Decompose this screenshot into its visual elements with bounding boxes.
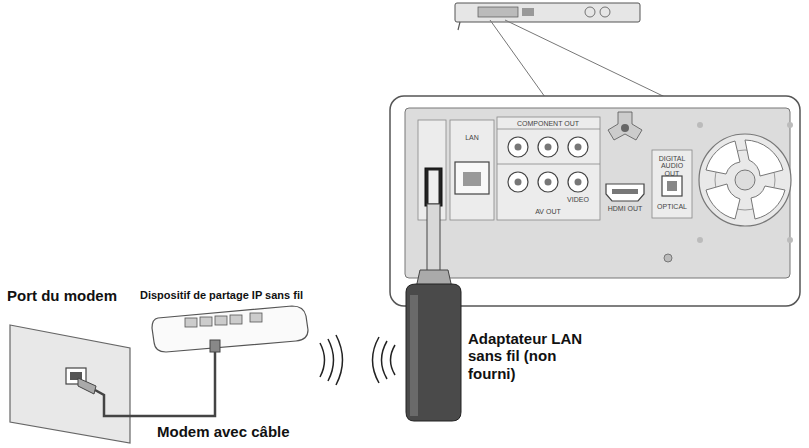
cable-label: Modem avec câble	[157, 423, 290, 440]
port-label: VIDEO	[567, 196, 589, 203]
port-label: COMPONENT OUT	[517, 120, 579, 127]
modem-cable	[95, 352, 215, 416]
port-label: HDMI OUT	[608, 205, 643, 212]
zoom-line	[490, 20, 545, 97]
player-illustration	[455, 3, 640, 30]
wireless-lan-adapter	[406, 170, 461, 421]
back-panel	[390, 96, 800, 306]
port-label: DIGITAL AUDIO OUT	[653, 155, 691, 177]
port-label: LAN	[465, 134, 479, 141]
modem-port-wall	[10, 325, 130, 443]
wireless-router	[152, 306, 308, 352]
port-label: AV OUT	[535, 208, 561, 215]
location-label: Port du modem	[7, 287, 117, 304]
adapter-label: Adaptateur LAN sans fil (non fourni)	[468, 330, 596, 382]
port-label: OPTICAL	[657, 203, 687, 210]
radio-waves	[320, 335, 395, 385]
device-label: Dispositif de partage IP sans fil	[140, 289, 303, 302]
zoom-line	[505, 20, 665, 97]
